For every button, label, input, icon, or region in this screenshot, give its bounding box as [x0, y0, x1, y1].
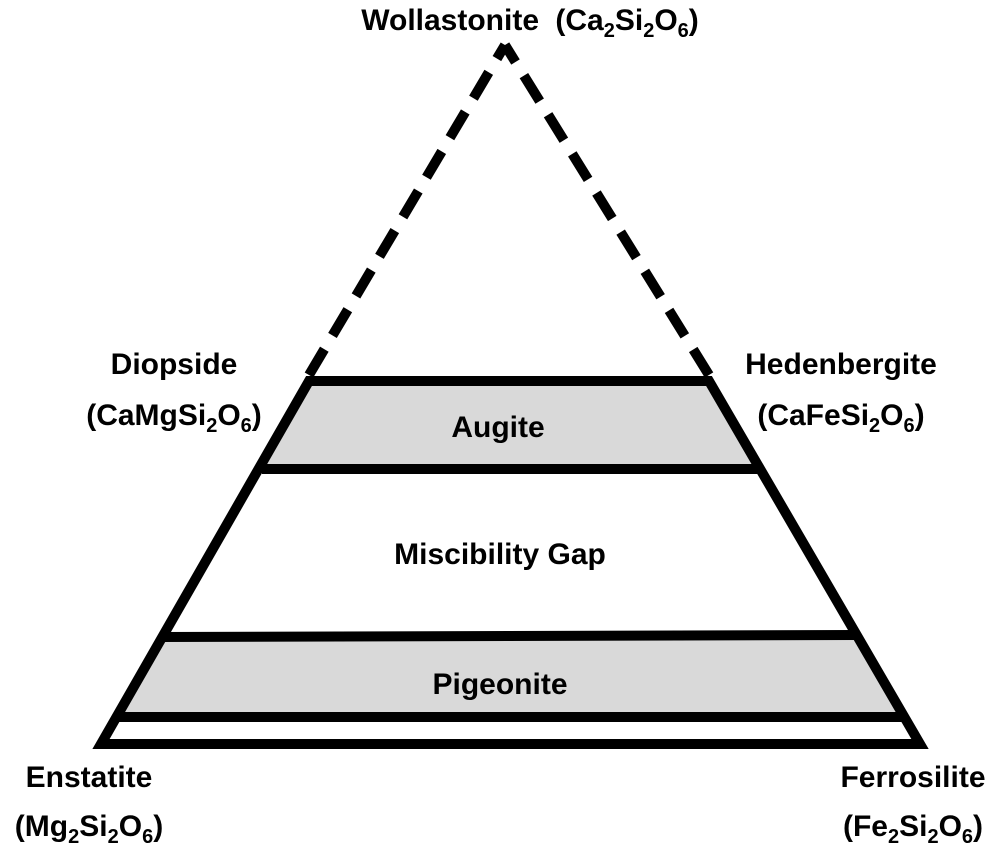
formula-text: (Fe — [843, 810, 888, 843]
formula-text: Si — [899, 810, 927, 843]
formula-subscript: 2 — [888, 826, 899, 848]
pigeonite-band — [117, 638, 901, 716]
formula-text: (CaMgSi — [86, 399, 206, 432]
hedenbergite-formula: (CaFeSi2O6) — [757, 399, 924, 437]
formula-text: ) — [689, 4, 699, 37]
formula-subscript: 6 — [904, 415, 915, 437]
formula-subscript: 2 — [206, 415, 217, 437]
formula-text: O — [939, 810, 962, 843]
formula-subscript: 2 — [68, 826, 79, 848]
formula-subscript: 2 — [604, 20, 615, 42]
formula-subscript: 2 — [108, 826, 119, 848]
formula-text: Si — [615, 4, 643, 37]
wollastonite-label: Wollastonite (Ca2Si2O6) — [361, 4, 699, 42]
wollastonite-name: Wollastonite — [361, 4, 539, 37]
ferrosilite-formula: (Fe2Si2O6) — [843, 810, 983, 848]
pigeonite-label: Pigeonite — [432, 668, 567, 701]
diopside-name: Diopside — [111, 348, 238, 381]
augite-label: Augite — [451, 411, 544, 444]
formula-text: (Ca — [555, 4, 604, 37]
miscibility-gap-label: Miscibility Gap — [394, 538, 606, 571]
formula-text: ) — [252, 399, 262, 432]
formula-text: O — [119, 810, 142, 843]
wollastonite-formula: (Ca2Si2O6) — [555, 4, 698, 42]
diopside-formula: (CaMgSi2O6) — [86, 399, 262, 437]
hedenbergite-name: Hedenbergite — [745, 348, 937, 381]
formula-subscript: 6 — [241, 415, 252, 437]
enstatite-name: Enstatite — [26, 761, 153, 794]
formula-text: ) — [915, 399, 925, 432]
formula-text: O — [654, 4, 677, 37]
dashed-left-edge — [304, 42, 510, 378]
formula-text: ) — [973, 810, 983, 843]
pigeonite-upper-boundary — [160, 630, 859, 642]
formula-subscript: 6 — [678, 20, 689, 42]
augite-band — [264, 381, 756, 469]
formula-text: ) — [153, 810, 163, 843]
formula-text: (CaFeSi — [757, 399, 869, 432]
dashed-right-edge — [500, 42, 714, 378]
formula-subscript: 6 — [962, 826, 973, 848]
formula-text: O — [217, 399, 240, 432]
formula-text: Si — [79, 810, 107, 843]
formula-subscript: 2 — [927, 826, 938, 848]
formula-text: O — [880, 399, 903, 432]
formula-text: (Mg — [15, 810, 68, 843]
quadrilateral-outline — [92, 376, 929, 749]
formula-subscript: 6 — [142, 826, 153, 848]
enstatite-formula: (Mg2Si2O6) — [15, 810, 163, 848]
ferrosilite-name: Ferrosilite — [840, 761, 985, 794]
formula-subscript: 2 — [643, 20, 654, 42]
formula-subscript: 2 — [869, 415, 880, 437]
